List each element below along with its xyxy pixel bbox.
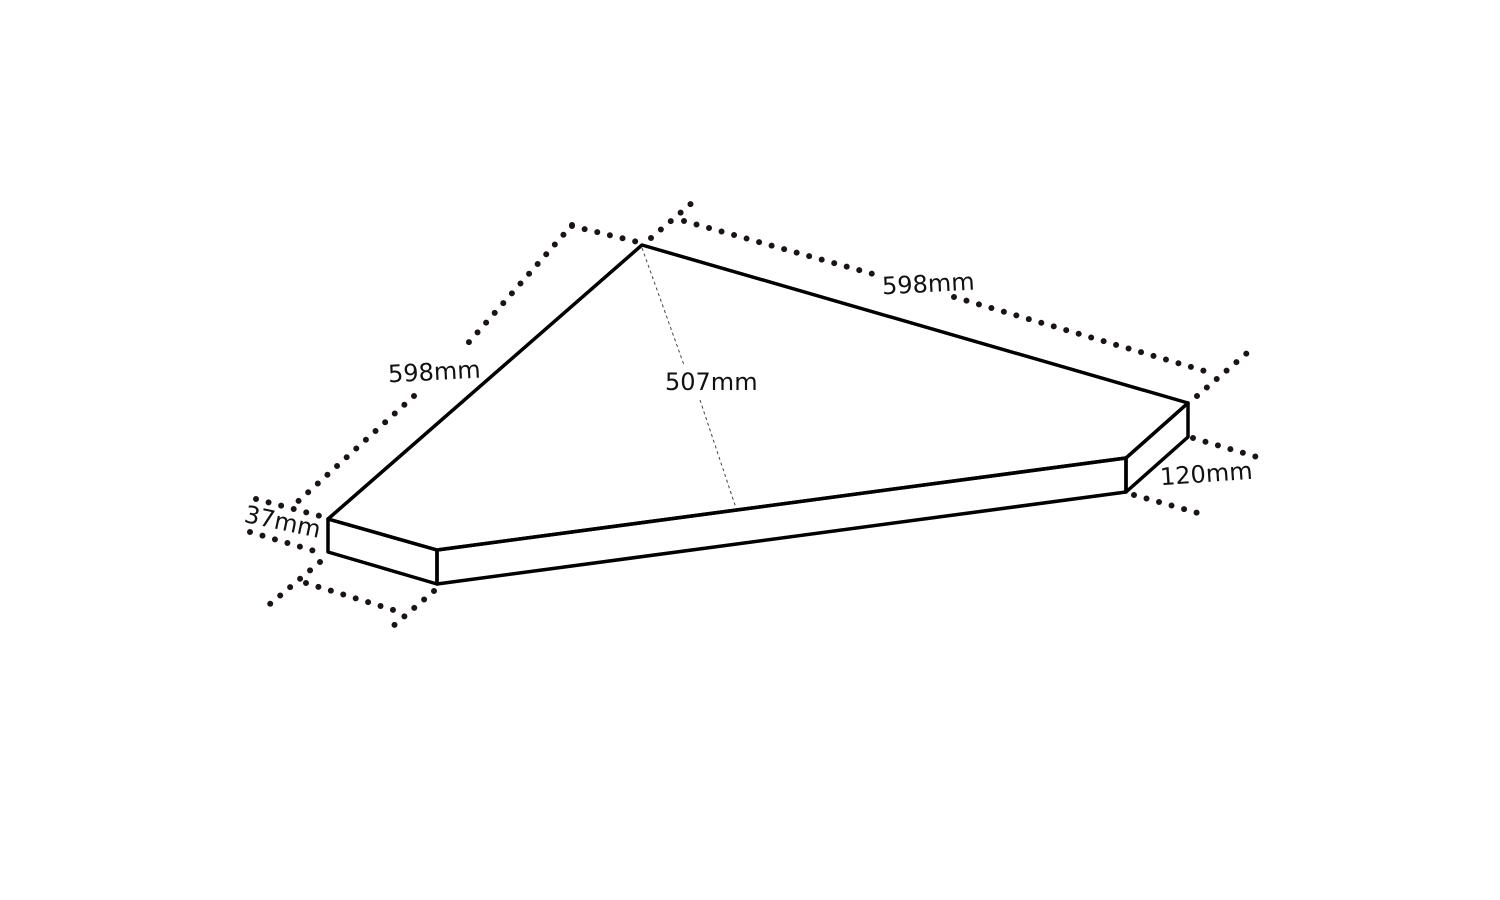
- thickness-extension-upper: [253, 496, 323, 519]
- end-extension-upper: [1190, 435, 1260, 460]
- shelf-left-end-face: [326, 517, 439, 586]
- shelf-top-face: [326, 243, 1190, 552]
- front-right-extension: [382, 588, 437, 636]
- depth-line-upper: [641, 247, 685, 366]
- depth-label: 507mm: [665, 368, 758, 396]
- right-vertex-extension: [1194, 350, 1250, 399]
- depth-line-lower: [699, 399, 737, 509]
- shelf-right-end-face: [1124, 401, 1190, 494]
- left-bottom-extension: [267, 559, 323, 607]
- shelf-front-face: [435, 456, 1128, 586]
- shelf-outline: [326, 243, 1190, 586]
- end-extension-lower: [1131, 492, 1201, 516]
- top-vertex-extension-left: [569, 223, 645, 246]
- left-edge-label: 598mm: [387, 355, 482, 389]
- top-edge-label: 598mm: [881, 267, 976, 301]
- left-dim-line-upper: [459, 222, 575, 353]
- thickness-extension-lower: [247, 529, 321, 555]
- left-dim-line-lower: [290, 393, 417, 509]
- front-dim-line: [303, 580, 403, 615]
- top-dim-line-left: [681, 218, 883, 279]
- dimension-lines: [247, 193, 1260, 636]
- top-dim-line-right: [951, 294, 1218, 377]
- top-vertex-extension-right: [648, 193, 703, 241]
